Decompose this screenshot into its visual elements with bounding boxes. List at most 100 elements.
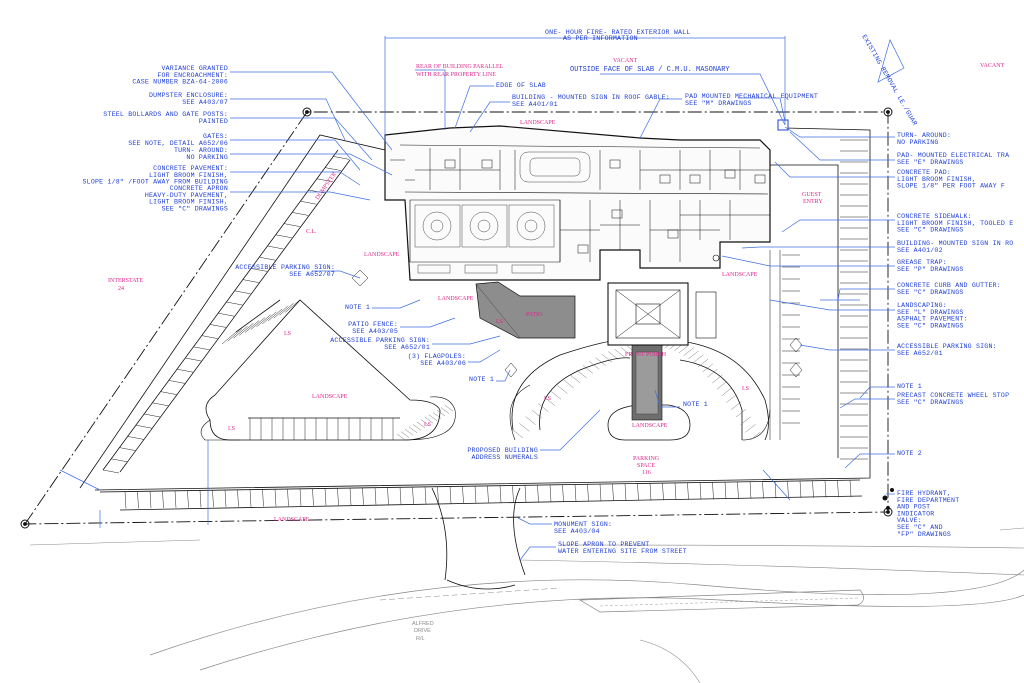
parking-stripe	[283, 223, 300, 227]
curb-hatch-mark	[424, 417, 434, 424]
space-label: SPACE	[637, 463, 655, 469]
note-line: PATIO FENCE:	[348, 321, 398, 328]
parking-stripe	[160, 391, 177, 395]
building-footprint	[384, 125, 771, 281]
ls-label-5: LS	[742, 386, 749, 392]
note-line: LIGHT BROOM FINISH,	[897, 176, 976, 183]
parking-stripe	[349, 488, 352, 506]
note-line: SLOPE APRON TO PREVENT	[558, 541, 649, 548]
parking-stripe	[824, 480, 827, 498]
parking-stripe	[287, 489, 289, 507]
note-line: SEE A652/01	[897, 350, 943, 357]
right-note-9: ACCESSIBLE PARKING SIGN:SEE A652/01	[897, 343, 997, 357]
parking-stripe	[316, 178, 333, 183]
parking-label: PARKING	[633, 456, 660, 462]
guest-label: GUEST	[802, 192, 822, 198]
parking-stripe	[102, 469, 120, 474]
right-note-7: CONCRETE CURB AND GUTTER:SEE "C" DRAWING…	[897, 282, 1001, 296]
parking-stripe	[274, 489, 277, 507]
parking-stripe	[239, 323, 254, 336]
note-line: NOTE 1	[345, 304, 370, 311]
upper-center-note-1: EDGE OF SLAB	[496, 82, 546, 89]
svg-text:ALFRED: ALFRED	[412, 621, 434, 627]
curb-hatch-mark	[444, 405, 454, 412]
room-fixture	[689, 174, 701, 184]
curb-hatch-mark	[396, 433, 406, 441]
parking-stripe	[127, 436, 144, 440]
slab-face-note: OUTSIDE FACE OF SLAB / C.M.U. MASONARY	[570, 66, 730, 74]
note-line: INDICATOR	[897, 510, 934, 517]
landscape-mid-label: LANDSCAPE	[312, 394, 348, 400]
note-line: PAD- MOUNTED ELECTRICAL TRA	[897, 152, 1009, 159]
parking-stripe	[462, 486, 464, 504]
parking-stripe	[201, 335, 218, 339]
upper-center-notes: EDGE OF SLAB BUILDING - MOUNTED SIGN IN R…	[496, 82, 818, 108]
note-line: NOTE 2	[897, 450, 922, 457]
note-line: NOTE 1	[469, 376, 494, 383]
note-line: CONCRETE PAVEMENT:	[153, 165, 228, 172]
parking-stripe	[267, 308, 283, 322]
note-line: FOR ENCROACHMENT:	[157, 72, 228, 79]
note-line: TURN- AROUND:	[174, 147, 228, 154]
note-line: LANDSCAPING:	[897, 302, 947, 309]
parking-stripe	[699, 482, 702, 500]
street-linework	[29, 527, 1024, 683]
parking-stripe	[399, 487, 402, 505]
curb-hatch-mark	[731, 401, 742, 410]
curb-hatch-mark	[408, 426, 418, 433]
parking-stripe	[259, 256, 276, 261]
parking-stripe	[285, 300, 300, 313]
right-note-12: NOTE 2	[897, 450, 922, 457]
note-line: "FP" DRAWINGS	[897, 531, 951, 538]
dimension-lines	[59, 36, 905, 528]
note-line: STEEL BOLLARDS AND GATE POSTS:	[103, 111, 228, 118]
parking-stripe	[275, 234, 292, 239]
parking-stripe	[562, 484, 564, 502]
note-line: ADDRESS NUMERALS	[471, 454, 538, 461]
center-note-1: ACCESSIBLE PARKING SIGN:SEE A652/07	[235, 264, 335, 278]
note-line: PROPOSED BUILDING	[467, 447, 538, 454]
note-line: AND POST	[897, 504, 930, 511]
parking-stripe	[300, 200, 317, 205]
note-line: CASE NUMBER BZA-64-2006	[132, 79, 228, 86]
curb-hatch-mark	[440, 407, 450, 414]
parking-stripe	[250, 317, 265, 330]
right-note-3: CONCRETE PAD:LIGHT BROOM FINISH,SLOPE 1/…	[897, 169, 1005, 190]
room-fixture	[577, 244, 589, 254]
center-note-3: PATIO FENCE:SEE A403/05	[348, 321, 398, 335]
parking-stripe	[374, 487, 377, 505]
curb-hatch-mark	[538, 403, 549, 412]
parking-stripe	[221, 331, 237, 345]
curb-hatch-mark	[404, 429, 414, 436]
east-sidewalk	[769, 250, 781, 440]
parking-stripe	[149, 491, 152, 509]
curb-hatch-mark	[678, 344, 690, 354]
parking-stripe	[119, 447, 136, 451]
curb-hatch-mark	[697, 358, 709, 368]
note-line: SEE "C" DRAWINGS	[897, 322, 964, 329]
parking-stripe	[137, 491, 139, 509]
parking-stripe	[233, 326, 248, 339]
curb-hatch-mark	[582, 365, 593, 374]
note-line: ACCESSIBLE PARKING SIGN:	[330, 337, 430, 344]
parking-stripe	[612, 483, 614, 501]
parking-stripe	[262, 489, 264, 507]
curb-hatch-mark	[750, 431, 761, 441]
parking-stripe	[244, 320, 260, 333]
parking-stripe	[251, 268, 268, 272]
wall-note: ONE- HOUR FIRE- RATED EXTERIOR WALL	[545, 29, 691, 36]
curb-hatch-mark	[428, 414, 438, 421]
ls-label-3: LS	[424, 422, 431, 428]
parking-stripe	[649, 483, 652, 501]
note-line: PAD MOUNTED MECHANICAL EQUIPMENT	[685, 93, 818, 100]
note-line: BUILDING - MOUNTED SIGN IN ROOF GABLE:	[512, 94, 670, 101]
parking-stripe	[324, 488, 327, 506]
parking-stripe	[749, 481, 752, 499]
note-line: SEE A652/01	[384, 344, 430, 351]
parking-stripe	[362, 487, 364, 505]
note-line: HEAVY-DUTY PAVEMENT,	[145, 192, 228, 199]
curb-hatch-mark	[550, 391, 562, 400]
